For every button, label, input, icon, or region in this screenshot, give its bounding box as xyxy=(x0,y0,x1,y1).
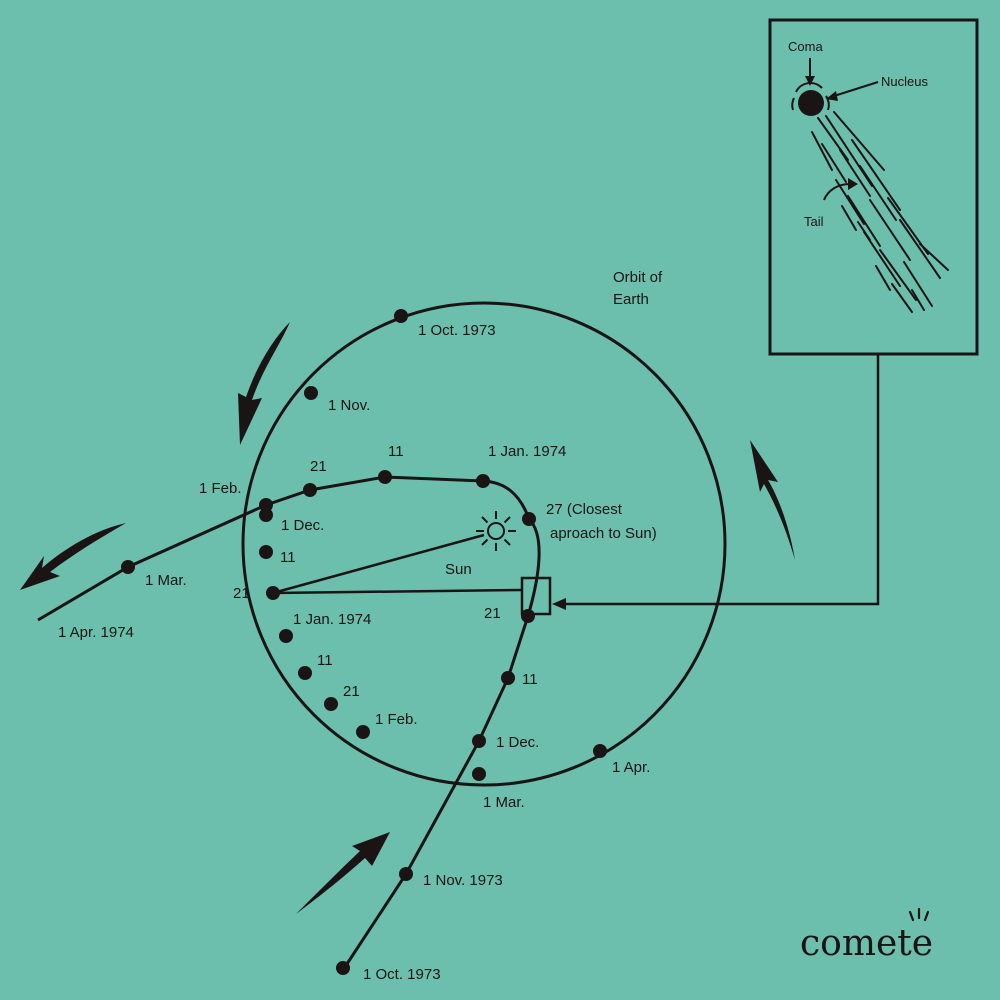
comet-label-feb: 1 Feb. xyxy=(199,480,242,497)
line-to-sun xyxy=(272,533,485,595)
nucleus-icon xyxy=(798,90,824,116)
earth-dot-dec21 xyxy=(266,586,280,600)
comet-label-jan: 1 Jan. 1974 xyxy=(488,443,566,460)
comet-label-closest-1: 27 (Closest xyxy=(546,501,623,518)
earth-dot-jan11 xyxy=(298,666,312,680)
earth-dot-dec11 xyxy=(259,545,273,559)
inset-connector xyxy=(560,355,880,606)
comet-dot-dec11 xyxy=(501,671,515,685)
comet-label-apr: 1 Apr. 1974 xyxy=(58,624,134,641)
earth-positions xyxy=(259,309,607,781)
comet-tail xyxy=(811,111,949,313)
orbit-label-line2: Earth xyxy=(613,291,649,308)
earth-dot-jan xyxy=(279,629,293,643)
comet-label-oct: 1 Oct. 1973 xyxy=(363,966,441,983)
earth-orbit xyxy=(241,301,727,787)
comet-label-closest-2: aproach to Sun) xyxy=(550,525,657,542)
inset-frame xyxy=(768,18,979,356)
earth-label-nov: 1 Nov. xyxy=(328,397,370,414)
earth-dot-apr xyxy=(593,744,607,758)
coma-arrow xyxy=(805,76,815,86)
comet-dot-nov xyxy=(399,867,413,881)
earth-dot-jan21 xyxy=(324,697,338,711)
comet-dot-mar xyxy=(121,560,135,574)
svg-text:comete: comete xyxy=(800,923,933,964)
direction-arrow-right xyxy=(750,440,795,560)
comet-inset: Coma Nucleus Tail xyxy=(768,18,979,356)
earth-dot-dec xyxy=(259,508,273,522)
earth-label-dec21: 21 xyxy=(233,585,250,602)
earth-label-feb: 1 Feb. xyxy=(375,711,418,728)
earth-label-oct: 1 Oct. 1973 xyxy=(418,322,496,339)
tail-label: Tail xyxy=(804,214,824,229)
comet-label-dec11: 11 xyxy=(522,671,538,688)
direction-arrow-left xyxy=(20,523,126,590)
comet-label-nov: 1 Nov. 1973 xyxy=(423,872,503,889)
line-to-box xyxy=(272,588,523,595)
earth-label-dec11: 11 xyxy=(280,549,296,566)
comet-label-jan21: 21 xyxy=(310,458,327,475)
comet-label-jan11: 11 xyxy=(388,443,404,460)
comet-positions xyxy=(121,470,536,975)
orbit-label-line1: Orbit of xyxy=(613,269,663,286)
comet-dot-jan xyxy=(476,474,490,488)
comet-label-dec: 1 Dec. xyxy=(496,734,539,751)
earth-label-dec: 1 Dec. xyxy=(281,517,324,534)
comet-dot-jan11 xyxy=(378,470,392,484)
earth-label-apr: 1 Apr. xyxy=(612,759,650,776)
earth-dot-oct xyxy=(394,309,408,323)
connector-arrowhead xyxy=(552,598,566,610)
direction-arrow-bottom xyxy=(296,832,390,914)
comet-dot-dec27 xyxy=(522,512,536,526)
comete-logo: comete xyxy=(800,907,933,964)
sun-label: Sun xyxy=(445,561,472,578)
earth-label-jan21: 21 xyxy=(343,683,360,700)
comet-label-dec21: 21 xyxy=(484,605,501,622)
direction-arrow-upper-left xyxy=(238,322,290,445)
nucleus-label: Nucleus xyxy=(881,74,928,89)
comet-dot-jan21 xyxy=(303,483,317,497)
coma-label: Coma xyxy=(788,39,823,54)
nucleus-arrow xyxy=(826,91,838,101)
earth-dot-nov xyxy=(304,386,318,400)
comet-dot-feb xyxy=(259,498,273,512)
earth-label-jan: 1 Jan. 1974 xyxy=(293,611,371,628)
earth-label-mar: 1 Mar. xyxy=(483,794,525,811)
comet-dot-oct xyxy=(336,961,350,975)
highlight-box xyxy=(520,576,552,616)
comet-label-mar: 1 Mar. xyxy=(145,572,187,589)
earth-dot-mar xyxy=(472,767,486,781)
sun-icon xyxy=(476,511,516,551)
earth-label-jan11: 11 xyxy=(317,652,333,669)
comet-dot-dec21 xyxy=(521,609,535,623)
earth-dot-feb xyxy=(356,725,370,739)
comet-dot-dec xyxy=(472,734,486,748)
tail-arrow xyxy=(848,178,858,190)
coma-arc xyxy=(795,82,823,93)
